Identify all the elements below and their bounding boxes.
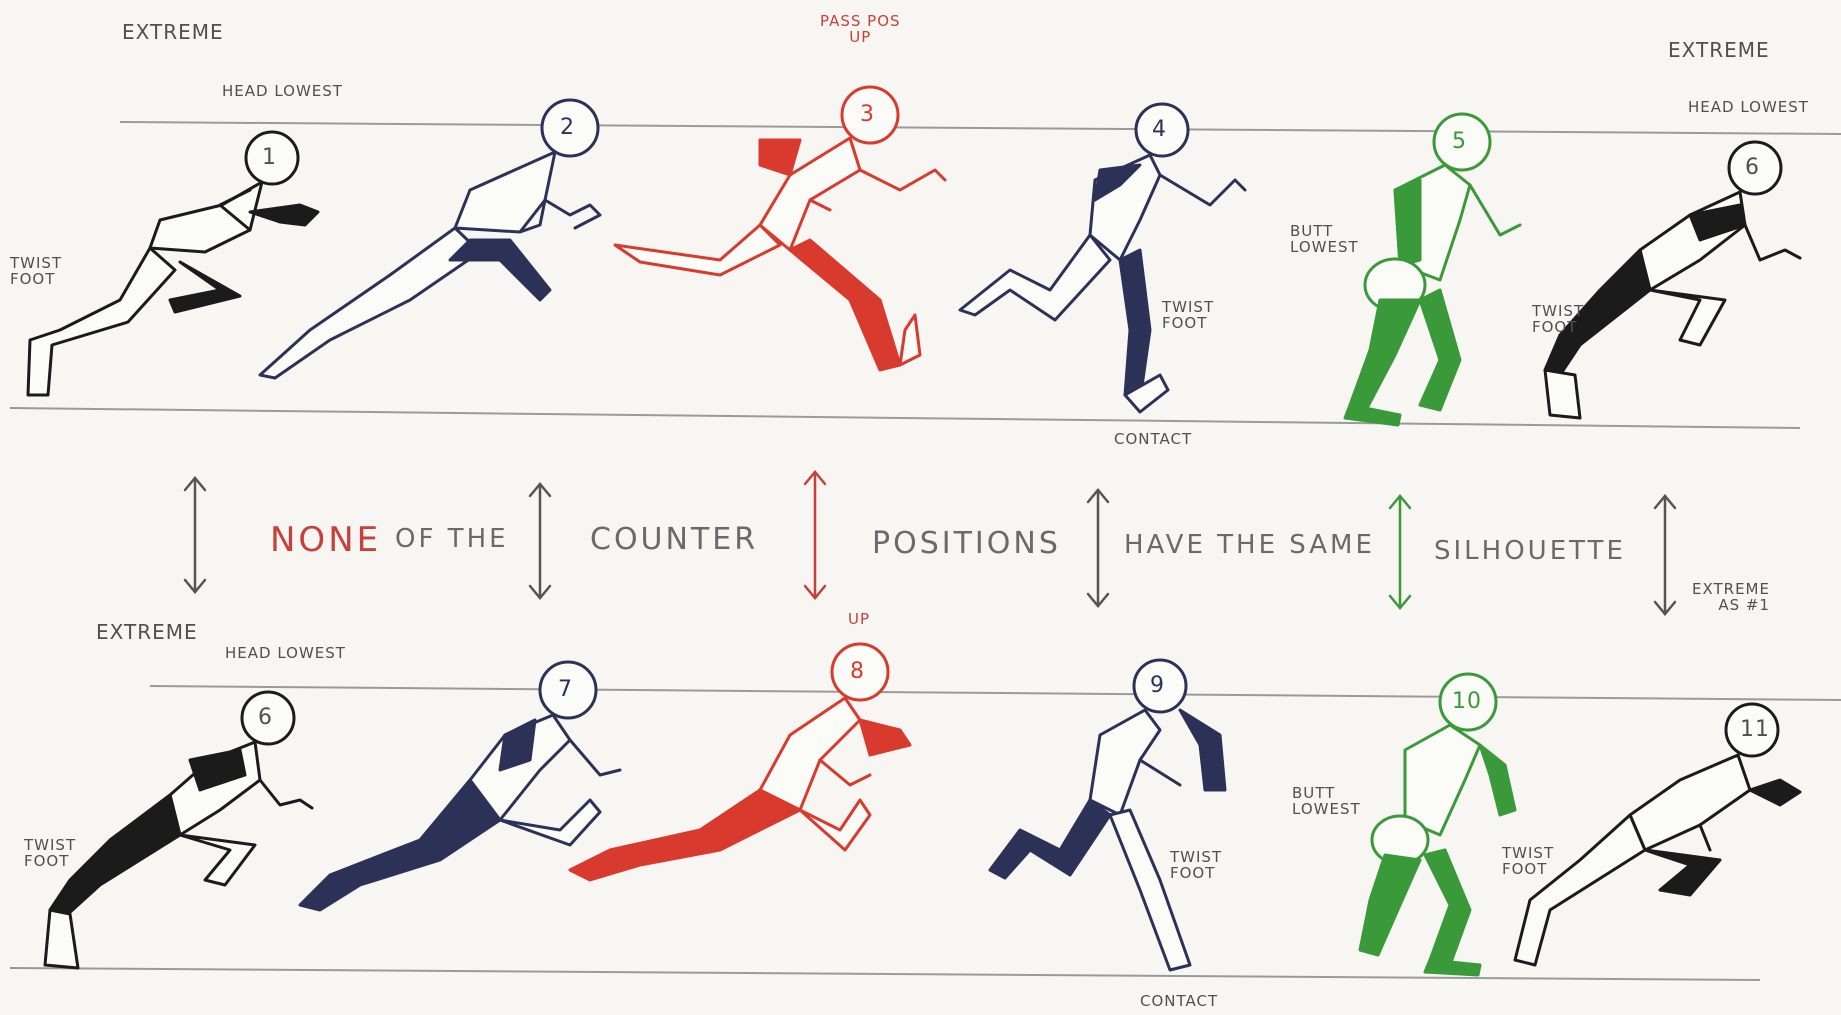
- twist-foot-label-9: TWIST FOOT: [1170, 850, 1222, 882]
- extreme-label-bottom-left: EXTREME: [96, 622, 198, 643]
- double-arrow-6: [1655, 496, 1675, 614]
- up-label: UP: [848, 612, 870, 628]
- contact-label-bottom: CONTACT: [1140, 994, 1218, 1010]
- butt-lowest-label-bottom: BUTT LOWEST: [1292, 786, 1361, 818]
- twist-foot-label-11: TWIST FOOT: [1502, 846, 1554, 878]
- head-lowest-label-bottom: HEAD LOWEST: [225, 646, 346, 662]
- double-arrow-5: [1390, 496, 1410, 608]
- twist-foot-label-6-bottom: TWIST FOOT: [24, 838, 76, 870]
- double-arrow-4: [1088, 490, 1108, 606]
- double-arrow-3: [805, 472, 825, 598]
- double-arrow-1: [185, 478, 205, 592]
- double-arrow-2: [530, 484, 550, 598]
